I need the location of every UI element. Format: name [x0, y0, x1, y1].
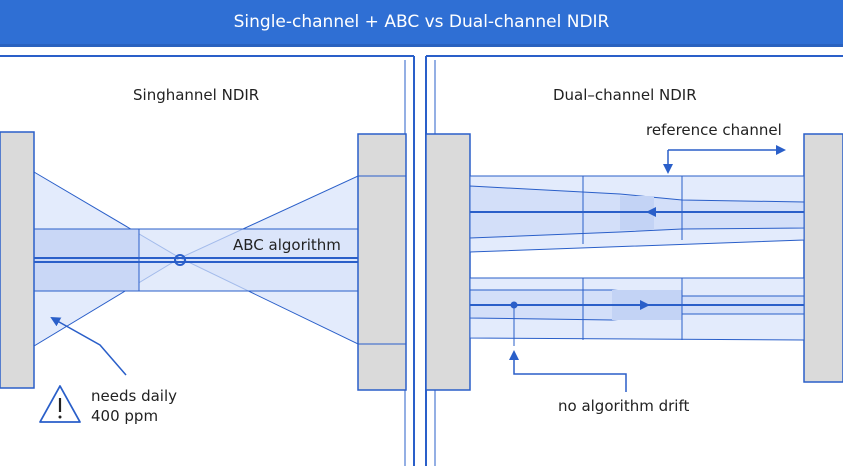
no-drift-arrow [509, 305, 627, 392]
left-source-block [0, 131, 35, 389]
reference-channel-arrows [663, 145, 786, 174]
right-panel-title: Dual–channel NDIR [553, 86, 697, 104]
diagram-title: Single-channel + ABC vs Dual-channel NDI… [233, 12, 610, 32]
left-panel-title: Singhannel NDIR [133, 86, 260, 104]
upper-channel [469, 175, 805, 253]
lower-channel [469, 277, 805, 341]
no-algorithm-drift-label: no algorithm drift [558, 397, 690, 415]
title-bar-edge [0, 44, 843, 47]
reference-channel-label: reference channel [646, 121, 782, 139]
needs-daily-arrow [50, 317, 127, 376]
left-beam-cones [33, 171, 359, 347]
title-bar [0, 0, 843, 44]
right-source-block [425, 133, 471, 391]
right-detector-block [803, 133, 843, 383]
needs-daily-label: needs daily [91, 387, 177, 405]
ppm-label: 400 ppm [91, 407, 159, 425]
abc-algorithm-label: ABC algorithm [233, 236, 341, 254]
warning-triangle-icon [39, 385, 81, 423]
left-detector-block [357, 133, 407, 391]
